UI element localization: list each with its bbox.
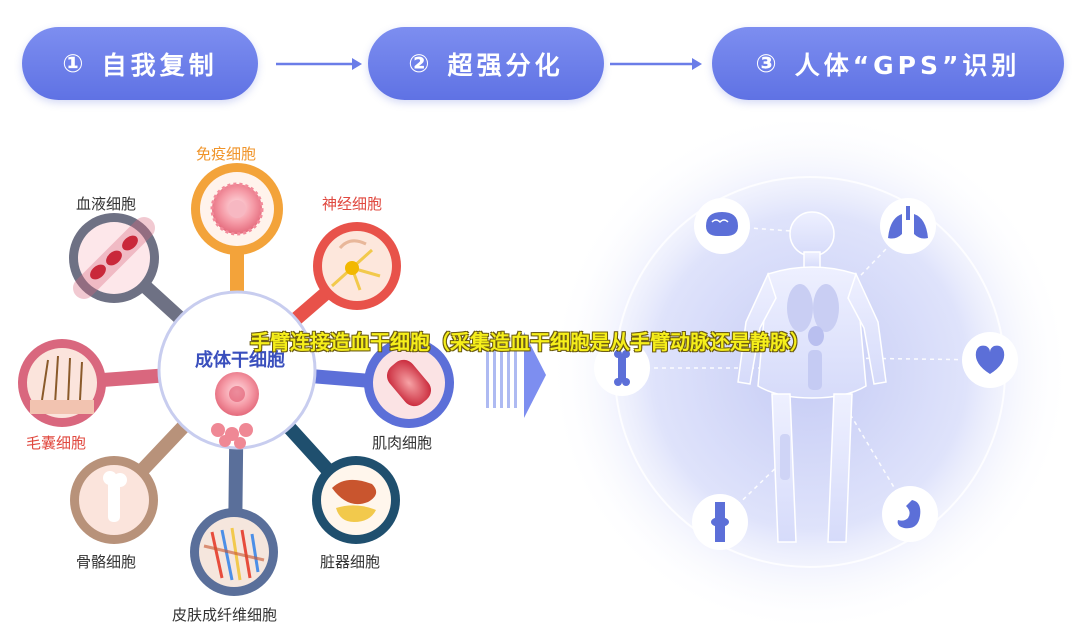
stomach-icon <box>882 486 938 542</box>
hair-follicle-node <box>18 339 106 427</box>
hair-follicle-label: 毛囊细胞 <box>26 434 87 452</box>
step-self-replication: ① 自我复制 <box>22 27 258 100</box>
arrow-2 <box>610 58 702 70</box>
immune-cell-node <box>191 163 283 255</box>
stem-cell-diagram <box>18 163 454 596</box>
muscle-cell-label: 肌肉细胞 <box>372 434 433 452</box>
step-number: ② <box>408 49 434 78</box>
bone-icon <box>594 340 650 396</box>
nerve-cell-node <box>313 222 401 310</box>
blood-cell-node <box>69 213 159 303</box>
step-label: 超强分化 <box>447 50 564 80</box>
overlay-caption: 手臂连接造血干细胞（采集造血干细胞是从手臂动脉还是静脉） <box>250 330 810 354</box>
step-number: ③ <box>755 49 781 78</box>
human-body-diagram <box>550 122 1072 634</box>
skin-fibroblast-node <box>190 508 278 596</box>
skin-fibroblast-label: 皮肤成纤维细胞 <box>172 606 278 624</box>
heart-icon <box>962 332 1018 388</box>
step-label: 自我复制 <box>101 50 218 80</box>
blood-cell-label: 血液细胞 <box>76 195 137 213</box>
center-stem-cell <box>157 290 317 450</box>
knee-joint-icon <box>692 494 748 550</box>
lungs-icon <box>880 198 936 254</box>
brain-icon <box>694 198 750 254</box>
step-label: 人体“GPS”识别 <box>794 50 1021 80</box>
organ-cell-node <box>312 456 400 544</box>
step-gps-recognition: ③ 人体“GPS”识别 <box>712 27 1064 100</box>
step-differentiation: ② 超强分化 <box>368 27 604 100</box>
internal-organs <box>780 284 839 480</box>
bone-cell-node <box>70 456 158 544</box>
organ-cell-label: 脏器细胞 <box>320 553 381 571</box>
bone-cell-label: 骨骼细胞 <box>76 553 137 571</box>
step-number: ① <box>62 49 88 78</box>
immune-cell-label: 免疫细胞 <box>196 145 257 163</box>
transition-arrow <box>486 332 546 418</box>
nerve-cell-label: 神经细胞 <box>322 195 383 213</box>
center-stem-cell-label: 成体干细胞 <box>195 350 285 371</box>
muscle-cell-node <box>364 338 454 428</box>
